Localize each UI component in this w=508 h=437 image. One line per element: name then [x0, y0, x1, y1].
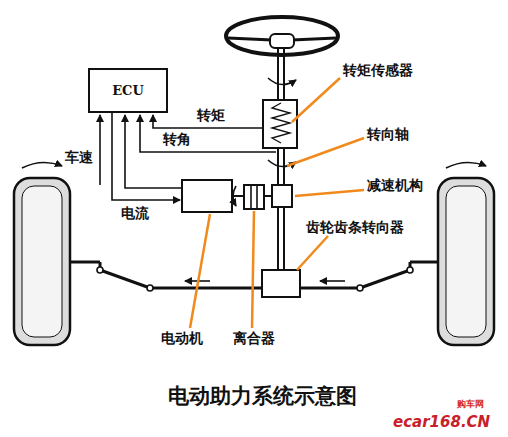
electric-motor — [182, 180, 232, 212]
diagram-title: 电动助力系统示意图 — [168, 382, 357, 410]
node-text: ECU — [112, 83, 144, 98]
part-name: 离合器 — [232, 331, 276, 346]
signal-name: 电流 — [120, 206, 150, 221]
part-name: 转矩传感器 — [342, 63, 414, 78]
clutch — [244, 185, 264, 209]
part-name: 齿轮齿条转向器 — [305, 220, 405, 235]
right-wheel — [438, 178, 494, 345]
part-name: 转向轴 — [366, 127, 410, 142]
torque-sensor — [263, 100, 297, 148]
left-wheel — [14, 178, 70, 345]
steering-wheel — [226, 17, 338, 55]
signal-name: 转矩 — [196, 108, 226, 123]
control-unit-box: ECU — [88, 68, 168, 113]
watermark: 购车网 — [456, 400, 485, 410]
part-name: 电动机 — [160, 331, 204, 346]
reduction-gear — [272, 185, 292, 207]
rack-pinion — [262, 270, 300, 297]
signal-name: 转角 — [162, 132, 192, 147]
part-name: 减速机构 — [366, 178, 424, 193]
signal-name: 车速 — [64, 150, 94, 165]
watermark: ecar168.CN — [392, 414, 491, 431]
